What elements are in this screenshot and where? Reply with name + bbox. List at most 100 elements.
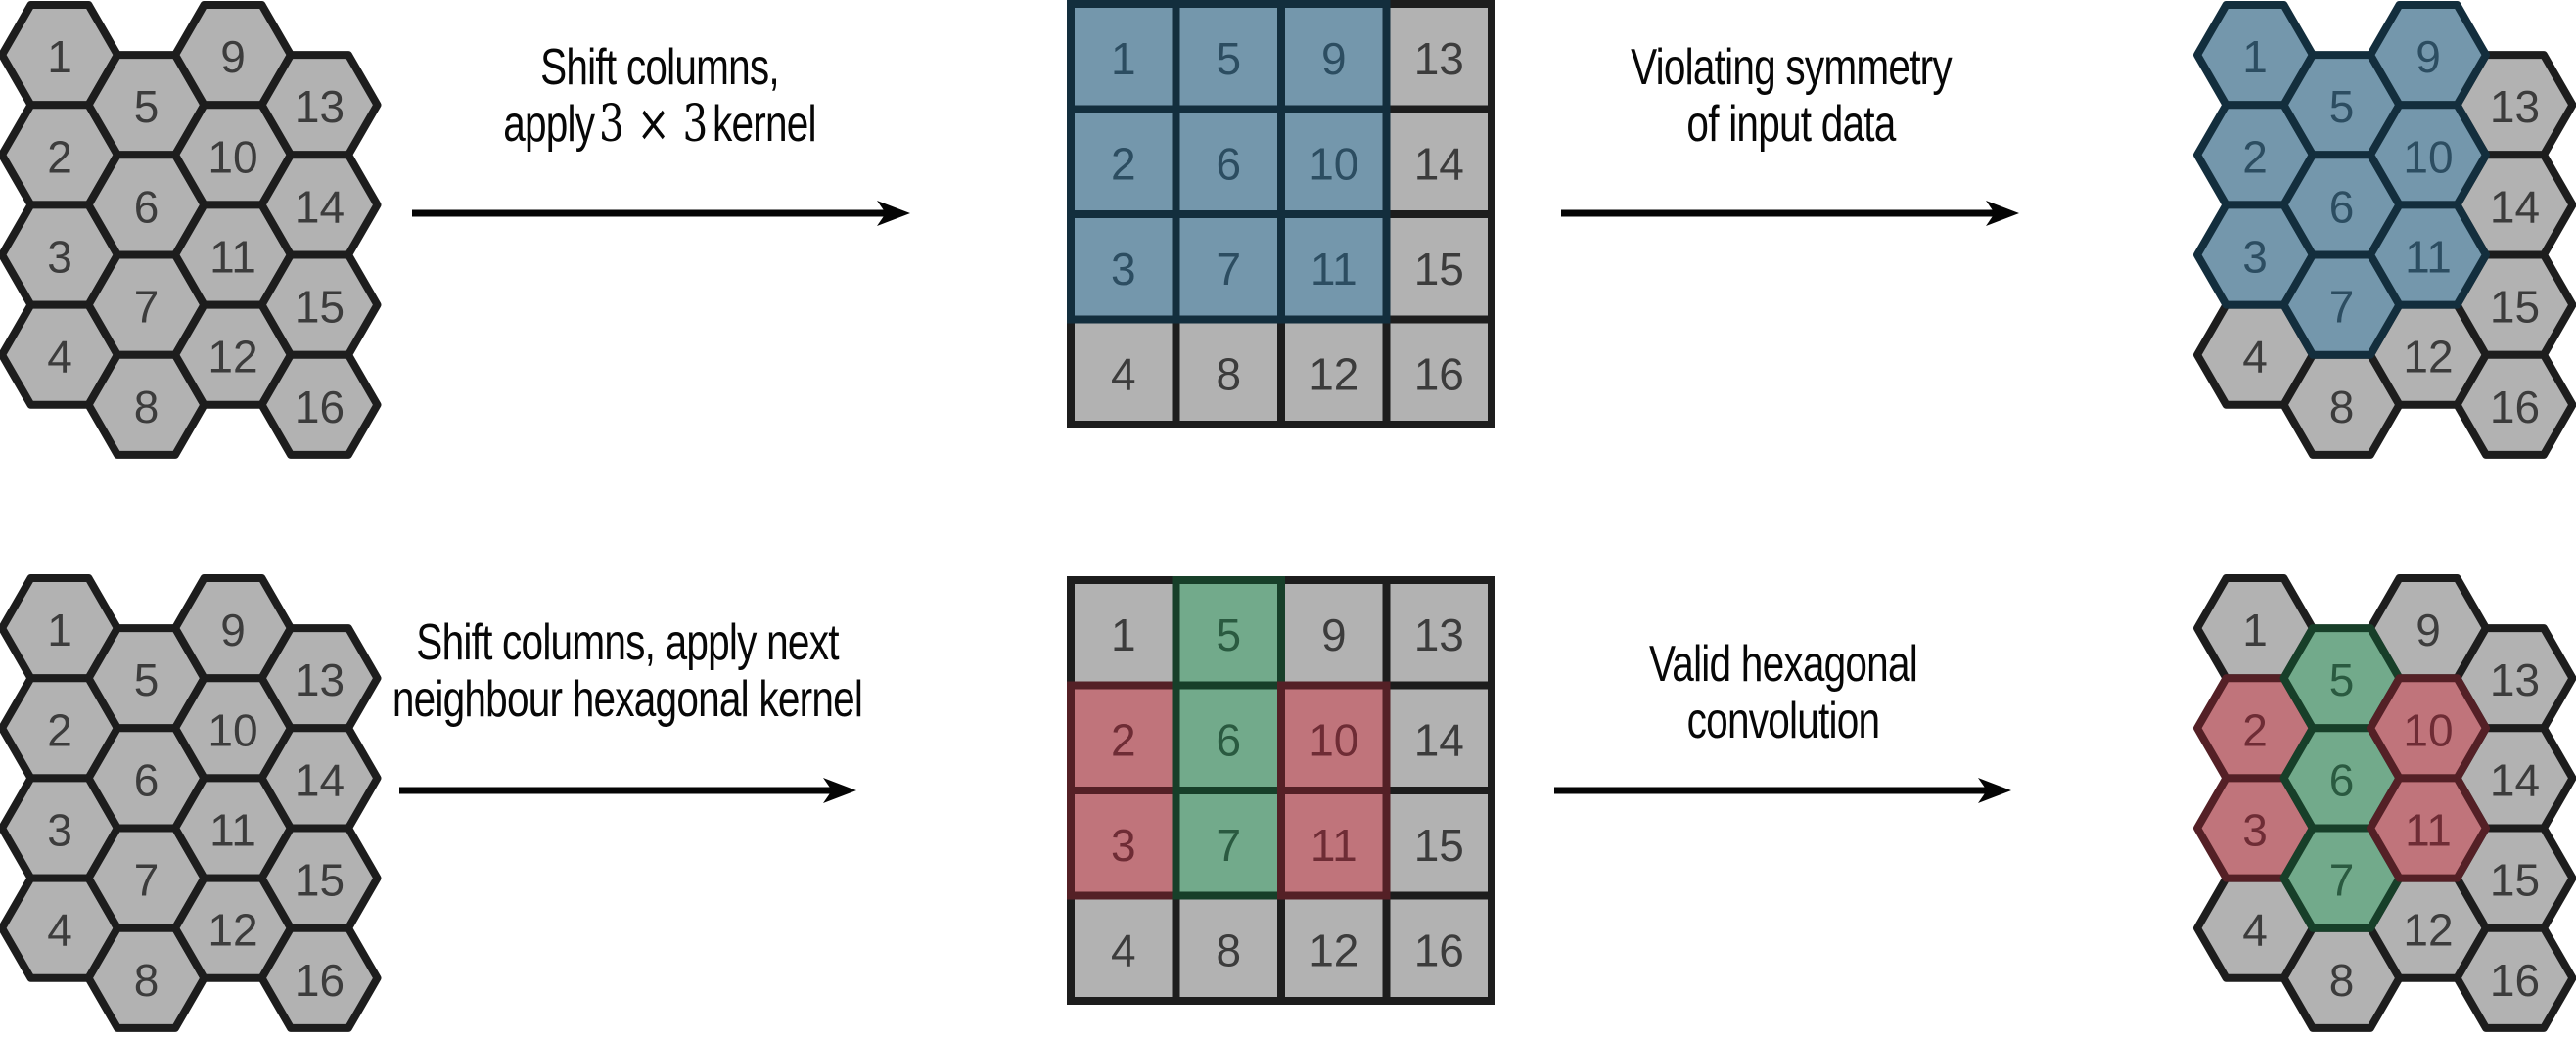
cell-number: 12 [1309, 924, 1358, 975]
label-line: Valid hexagonal [1649, 636, 1918, 693]
cell-number: 8 [2329, 955, 2355, 1006]
cell-number: 13 [2490, 81, 2540, 132]
cell-number: 2 [47, 704, 72, 755]
square-cell-15 [1382, 787, 1495, 900]
cell-number: 4 [1111, 924, 1136, 975]
square-cell-6 [1172, 681, 1285, 794]
label-line: Shift columns, apply next [416, 614, 839, 671]
cell-number: 8 [134, 955, 160, 1006]
cell-number: 5 [2329, 654, 2355, 705]
cell-number: 8 [2329, 382, 2355, 432]
cell-number: 4 [2242, 332, 2268, 383]
cell-number: 14 [295, 181, 345, 232]
arrow-label-top-left: Shift columns, apply3 × 3kernel [408, 39, 912, 153]
cell-number: 7 [2329, 282, 2355, 333]
cell-number: 11 [2405, 232, 2452, 283]
cell-number: 9 [1321, 609, 1347, 660]
cell-number: 10 [2403, 704, 2453, 755]
cell-number: 16 [1414, 924, 1464, 975]
square-cell-5 [1172, 576, 1285, 690]
cell-number: 3 [47, 805, 72, 856]
cell-number: 7 [134, 855, 160, 906]
label-line: of input data [1686, 96, 1896, 153]
cell-number: 2 [1111, 714, 1136, 765]
square-cell-3 [1067, 787, 1180, 900]
cell-number: 2 [1111, 138, 1136, 189]
cell-number: 9 [2415, 31, 2441, 82]
cell-number: 3 [2242, 232, 2268, 283]
cell-number: 12 [2403, 905, 2453, 956]
cell-number: 15 [295, 282, 345, 333]
hex-cell-11 [2367, 774, 2490, 882]
cell-number: 13 [295, 81, 345, 132]
arrow-head [823, 778, 856, 803]
square-cell-16 [1382, 315, 1495, 428]
cell-number: 15 [1414, 820, 1464, 871]
cell-number: 3 [1111, 244, 1136, 294]
cell-number: 14 [2490, 754, 2540, 805]
cell-number: 9 [2415, 605, 2441, 655]
cell-number: 7 [2329, 855, 2355, 906]
square-cell-15 [1382, 210, 1495, 324]
cell-number: 12 [207, 905, 257, 956]
square-cell-6 [1172, 105, 1285, 218]
hex-cell-16 [257, 350, 382, 459]
cell-number: 7 [1217, 820, 1242, 871]
cell-number: 15 [295, 855, 345, 906]
cell-number: 2 [2242, 131, 2268, 182]
cell-number: 8 [1217, 348, 1242, 399]
cell-number: 4 [47, 332, 72, 383]
cell-number: 12 [1309, 348, 1358, 399]
cell-number: 11 [1311, 244, 1357, 294]
cell-number: 11 [1311, 820, 1357, 871]
cell-number: 2 [2242, 704, 2268, 755]
cell-number: 1 [2242, 605, 2268, 655]
cell-number: 14 [2490, 181, 2540, 232]
cell-number: 10 [1309, 138, 1358, 189]
cell-number: 6 [2329, 754, 2355, 805]
cell-number: 6 [134, 181, 160, 232]
cell-number: 6 [134, 754, 160, 805]
cell-number: 6 [1217, 138, 1242, 189]
arrow-head [877, 201, 910, 226]
label-line: Violating symmetry [1631, 39, 1953, 96]
arrow-head [1986, 201, 2019, 226]
cell-number: 1 [47, 31, 72, 82]
square-cell-16 [1382, 891, 1495, 1005]
cell-number: 11 [209, 232, 256, 283]
label-line: convolution [1686, 693, 1880, 749]
cell-number: 8 [134, 382, 160, 432]
label-line: Shift columns, [540, 39, 780, 96]
arrow-label-bottom-left: Shift columns, apply next neighbour hexa… [352, 614, 902, 728]
cell-number: 4 [1111, 348, 1136, 399]
cell-number: 7 [134, 282, 160, 333]
cell-number: 12 [207, 332, 257, 383]
cell-number: 15 [2490, 855, 2540, 906]
cell-number: 3 [1111, 820, 1136, 871]
cell-number: 13 [1414, 609, 1464, 660]
cell-number: 10 [207, 131, 257, 182]
square-cell-2 [1067, 105, 1180, 218]
cell-number: 5 [1217, 609, 1242, 660]
cell-number: 1 [47, 605, 72, 655]
cell-number: 10 [2403, 131, 2453, 182]
cell-number: 5 [1217, 33, 1242, 84]
square-cell-11 [1277, 210, 1391, 324]
cell-number: 3 [2242, 805, 2268, 856]
square-cell-11 [1277, 787, 1391, 900]
cell-number: 12 [2403, 332, 2453, 383]
cell-number: 10 [207, 704, 257, 755]
cell-number: 14 [295, 754, 345, 805]
hex-cell-16 [2453, 350, 2576, 459]
cell-number: 14 [1414, 714, 1464, 765]
hex-cell-11 [2367, 201, 2490, 309]
square-cell-3 [1067, 210, 1180, 324]
cell-number: 9 [1321, 33, 1347, 84]
cell-number: 7 [1217, 244, 1242, 294]
cell-number: 1 [1111, 33, 1136, 84]
